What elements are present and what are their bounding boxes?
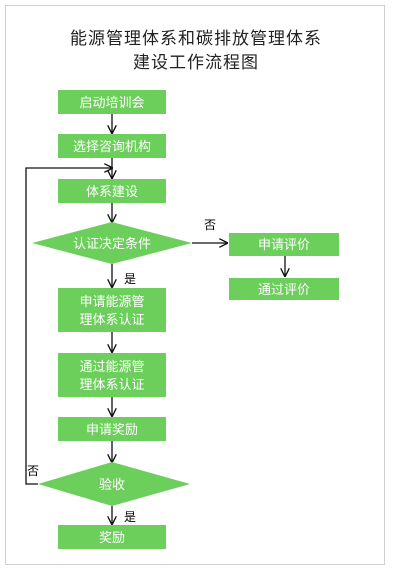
node-select-agency-label: 选择咨询机构 [73, 140, 151, 155]
node-pass-cert-label-2: 理体系认证 [79, 378, 144, 393]
node-apply-reward [58, 417, 166, 441]
node-apply-reward-label: 申请奖励 [86, 423, 138, 438]
label-accept-no: 否 [27, 464, 39, 478]
node-reward-label: 奖励 [99, 531, 125, 546]
title-line-1: 能源管理体系和碳排放管理体系 [70, 29, 322, 49]
node-select-agency [58, 134, 166, 158]
node-start-training [58, 90, 166, 114]
node-apply-evaluation-label: 申请评价 [258, 238, 310, 253]
node-pass-evaluation [229, 278, 339, 300]
label-cert-yes: 是 [124, 272, 136, 286]
node-reward [58, 525, 166, 549]
node-pass-evaluation-label: 通过评价 [258, 283, 310, 298]
node-system-build-label: 体系建设 [86, 185, 138, 200]
node-apply-cert [58, 288, 166, 332]
node-cert-condition [32, 222, 192, 264]
node-system-build [58, 179, 166, 203]
connectors [25, 113, 285, 524]
node-acceptance [38, 462, 190, 506]
node-apply-cert-label-2: 理体系认证 [79, 313, 144, 328]
node-acceptance-label: 验收 [99, 477, 125, 493]
edge-acceptance-loop-back [25, 168, 112, 485]
node-apply-evaluation [229, 233, 339, 256]
label-cert-no: 否 [204, 218, 216, 232]
node-cert-condition-label: 认证决定条件 [73, 236, 151, 252]
node-pass-cert-label-1: 通过能源管 [79, 360, 144, 375]
node-start-training-label: 启动培训会 [79, 95, 144, 111]
title-line-2: 建设工作流程图 [133, 53, 259, 73]
node-apply-cert-label-1: 申请能源管 [79, 295, 144, 310]
node-pass-cert [58, 353, 166, 397]
label-accept-yes: 是 [124, 510, 136, 524]
